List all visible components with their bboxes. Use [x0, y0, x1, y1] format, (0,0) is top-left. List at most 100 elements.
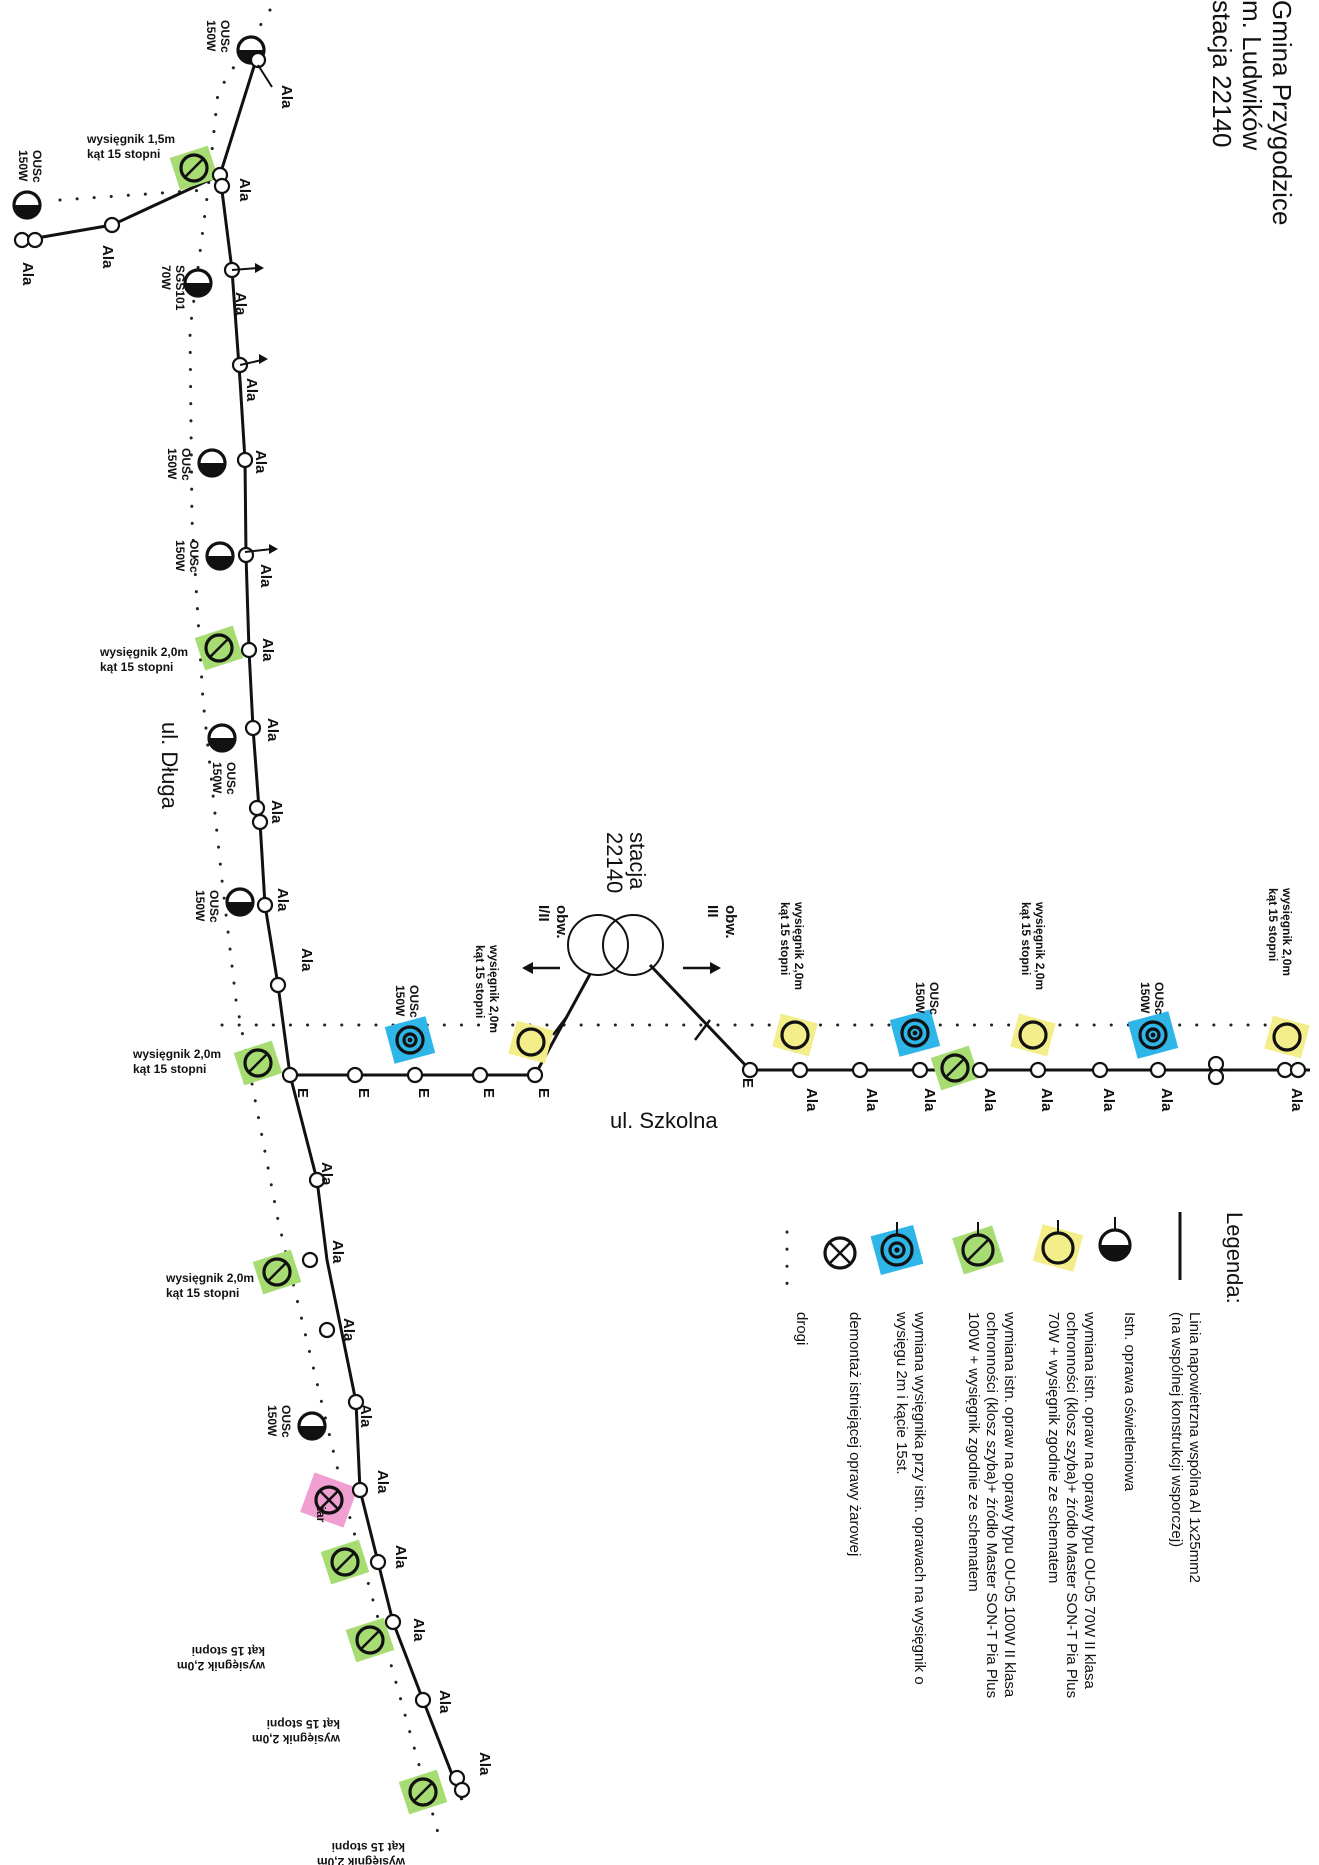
arrow-left-head: [522, 962, 533, 974]
removal-fixture: [300, 1472, 358, 1528]
pole: [741, 1061, 759, 1079]
pole-code-ala: Ala: [981, 1088, 998, 1112]
pole: [244, 719, 262, 737]
note-angle: kąt 15 stopni: [100, 660, 173, 674]
ousc-label: OUSc: [179, 448, 193, 481]
sgs-label: SGS101: [173, 265, 187, 311]
note-bracket: wysięgnik 2,0m: [99, 645, 188, 659]
pole: [1207, 1068, 1225, 1086]
pole: [414, 1691, 432, 1709]
legend-text: drogi: [793, 1312, 810, 1345]
arrow-right-head: [710, 962, 721, 974]
existing-fixture-icon: [1098, 1217, 1132, 1262]
legend-text: wymiana istn. opraw na oprawy typu OU-05…: [1001, 1311, 1018, 1698]
circuit-left-label-1: obw.: [553, 905, 570, 939]
pole-code-ala: Ala: [436, 1690, 453, 1714]
ousc-label: OUSc: [279, 1405, 293, 1438]
blue-fixture: [384, 1016, 436, 1064]
note-angle: kąt 15 stopni: [166, 1286, 239, 1300]
note-angle: kąt 15 stopni: [332, 1840, 405, 1854]
poles: [13, 51, 1307, 1799]
circuit-tick-east: [694, 1019, 711, 1041]
pole: [406, 1066, 424, 1084]
ousc-label: OUSc: [187, 540, 201, 573]
circuit-right-label-2: III: [704, 905, 721, 918]
overhead-lines: [24, 59, 1310, 1801]
pole-code-ala: Ala: [921, 1088, 938, 1112]
power-label: 150W: [16, 150, 30, 182]
note-angle: kąt 15 stopni: [473, 945, 487, 1018]
pole-code-e: E: [294, 1088, 311, 1098]
note-bracket: wysięgnik 2,0m: [487, 944, 501, 1033]
line-szkolna-east: [648, 963, 1310, 1072]
pole: [453, 1781, 471, 1799]
fixtures: [12, 35, 1310, 1815]
pole-code-ala: Ala: [1158, 1088, 1175, 1112]
legend-text: wymiana wysięgnika przy istn. oprawach n…: [911, 1311, 928, 1685]
legend-text: 70W + wysięgnik zgodnie ze schematem: [1045, 1312, 1062, 1583]
pole: [240, 641, 258, 659]
note-angle: kąt 15 stopni: [87, 147, 160, 161]
pole: [256, 896, 274, 914]
fixture-labels: OUSc 150W OUSc 150W SGS101 70W OUSc 150W…: [16, 20, 1166, 1523]
existing-fixture: [197, 448, 227, 478]
ousc-label: OUSc: [407, 985, 421, 1018]
transformer-coil-right: [602, 914, 664, 976]
power-label: 150W: [210, 762, 224, 794]
pole-code-ala: Ala: [99, 245, 116, 269]
legend-text: ochronności (klosz szyba)+ źródło Master…: [983, 1312, 1000, 1698]
pole: [346, 1066, 364, 1084]
blue-fixture-icon: [870, 1222, 924, 1276]
existing-fixture: [207, 723, 237, 753]
pole: [308, 1171, 326, 1189]
pole-code-ala: Ala: [259, 638, 276, 662]
pole-code-ala: Ala: [863, 1088, 880, 1112]
green-fixture: [930, 1045, 980, 1091]
pole: [369, 1553, 387, 1571]
pole-code-ala: Ala: [252, 450, 269, 474]
title-block: Gmina Przygodzice m. Ludwików stacja 221…: [1207, 0, 1297, 225]
power-label: 150W: [265, 1405, 279, 1437]
circuit-left-label-2: I/II: [535, 905, 552, 922]
pole-code-ala: Ala: [318, 1162, 335, 1186]
note-bracket: wysięgnik 2,0m: [165, 1271, 254, 1285]
note-bracket: wysięgnik 1,5m: [86, 132, 175, 146]
pole-code-ala: Ala: [329, 1240, 346, 1264]
existing-fixture: [12, 190, 42, 220]
green-fixture: [194, 625, 244, 671]
line-dluga-main: [218, 59, 464, 1801]
pole: [318, 1321, 336, 1339]
power-label: 150W: [913, 982, 927, 1014]
pole-arrows: [231, 64, 278, 554]
blue-fixture: [1127, 1011, 1179, 1059]
power-label: 150W: [193, 890, 207, 922]
pole-code-ala: Ala: [1038, 1088, 1055, 1112]
power-label: 150W: [204, 20, 218, 52]
green-fixture-icon: [952, 1222, 1004, 1275]
green-fixture: [320, 1539, 370, 1585]
line-szkolna-west: [290, 964, 597, 1077]
green-fixture: [345, 1617, 395, 1663]
power-label: 150W: [165, 448, 179, 480]
pole-code-ala: Ala: [268, 800, 285, 824]
blue-fixture: [889, 1009, 941, 1057]
legend-text: demontaż istniejącej oprawy żarowej: [846, 1312, 863, 1556]
pole-code-e: E: [480, 1088, 497, 1098]
existing-fixture: [225, 887, 255, 917]
note-bracket: wysięgnik 2,0m: [317, 1855, 406, 1865]
pole-code-ala: Ala: [278, 85, 295, 109]
pole: [791, 1061, 809, 1079]
pole: [103, 216, 121, 234]
legend-text: 100W + wysięgnik zgodnie ze schematem: [965, 1312, 982, 1592]
pole: [971, 1061, 989, 1079]
street-name-szkolna: ul. Szkolna: [610, 1108, 718, 1133]
pole: [351, 1481, 369, 1499]
pole: [236, 451, 254, 469]
legend-text: (na wspólnej konstrukcji wsporczej): [1168, 1312, 1185, 1547]
ousc-label: OUSc: [207, 890, 221, 923]
station-label-2: 22140: [602, 832, 627, 893]
pole-code-ala: Ala: [232, 292, 249, 316]
pole-code-ala: Ala: [374, 1470, 391, 1494]
pole-code-ala: Ala: [19, 262, 36, 286]
note-bracket: wysięgnik 2,0m: [792, 901, 806, 990]
